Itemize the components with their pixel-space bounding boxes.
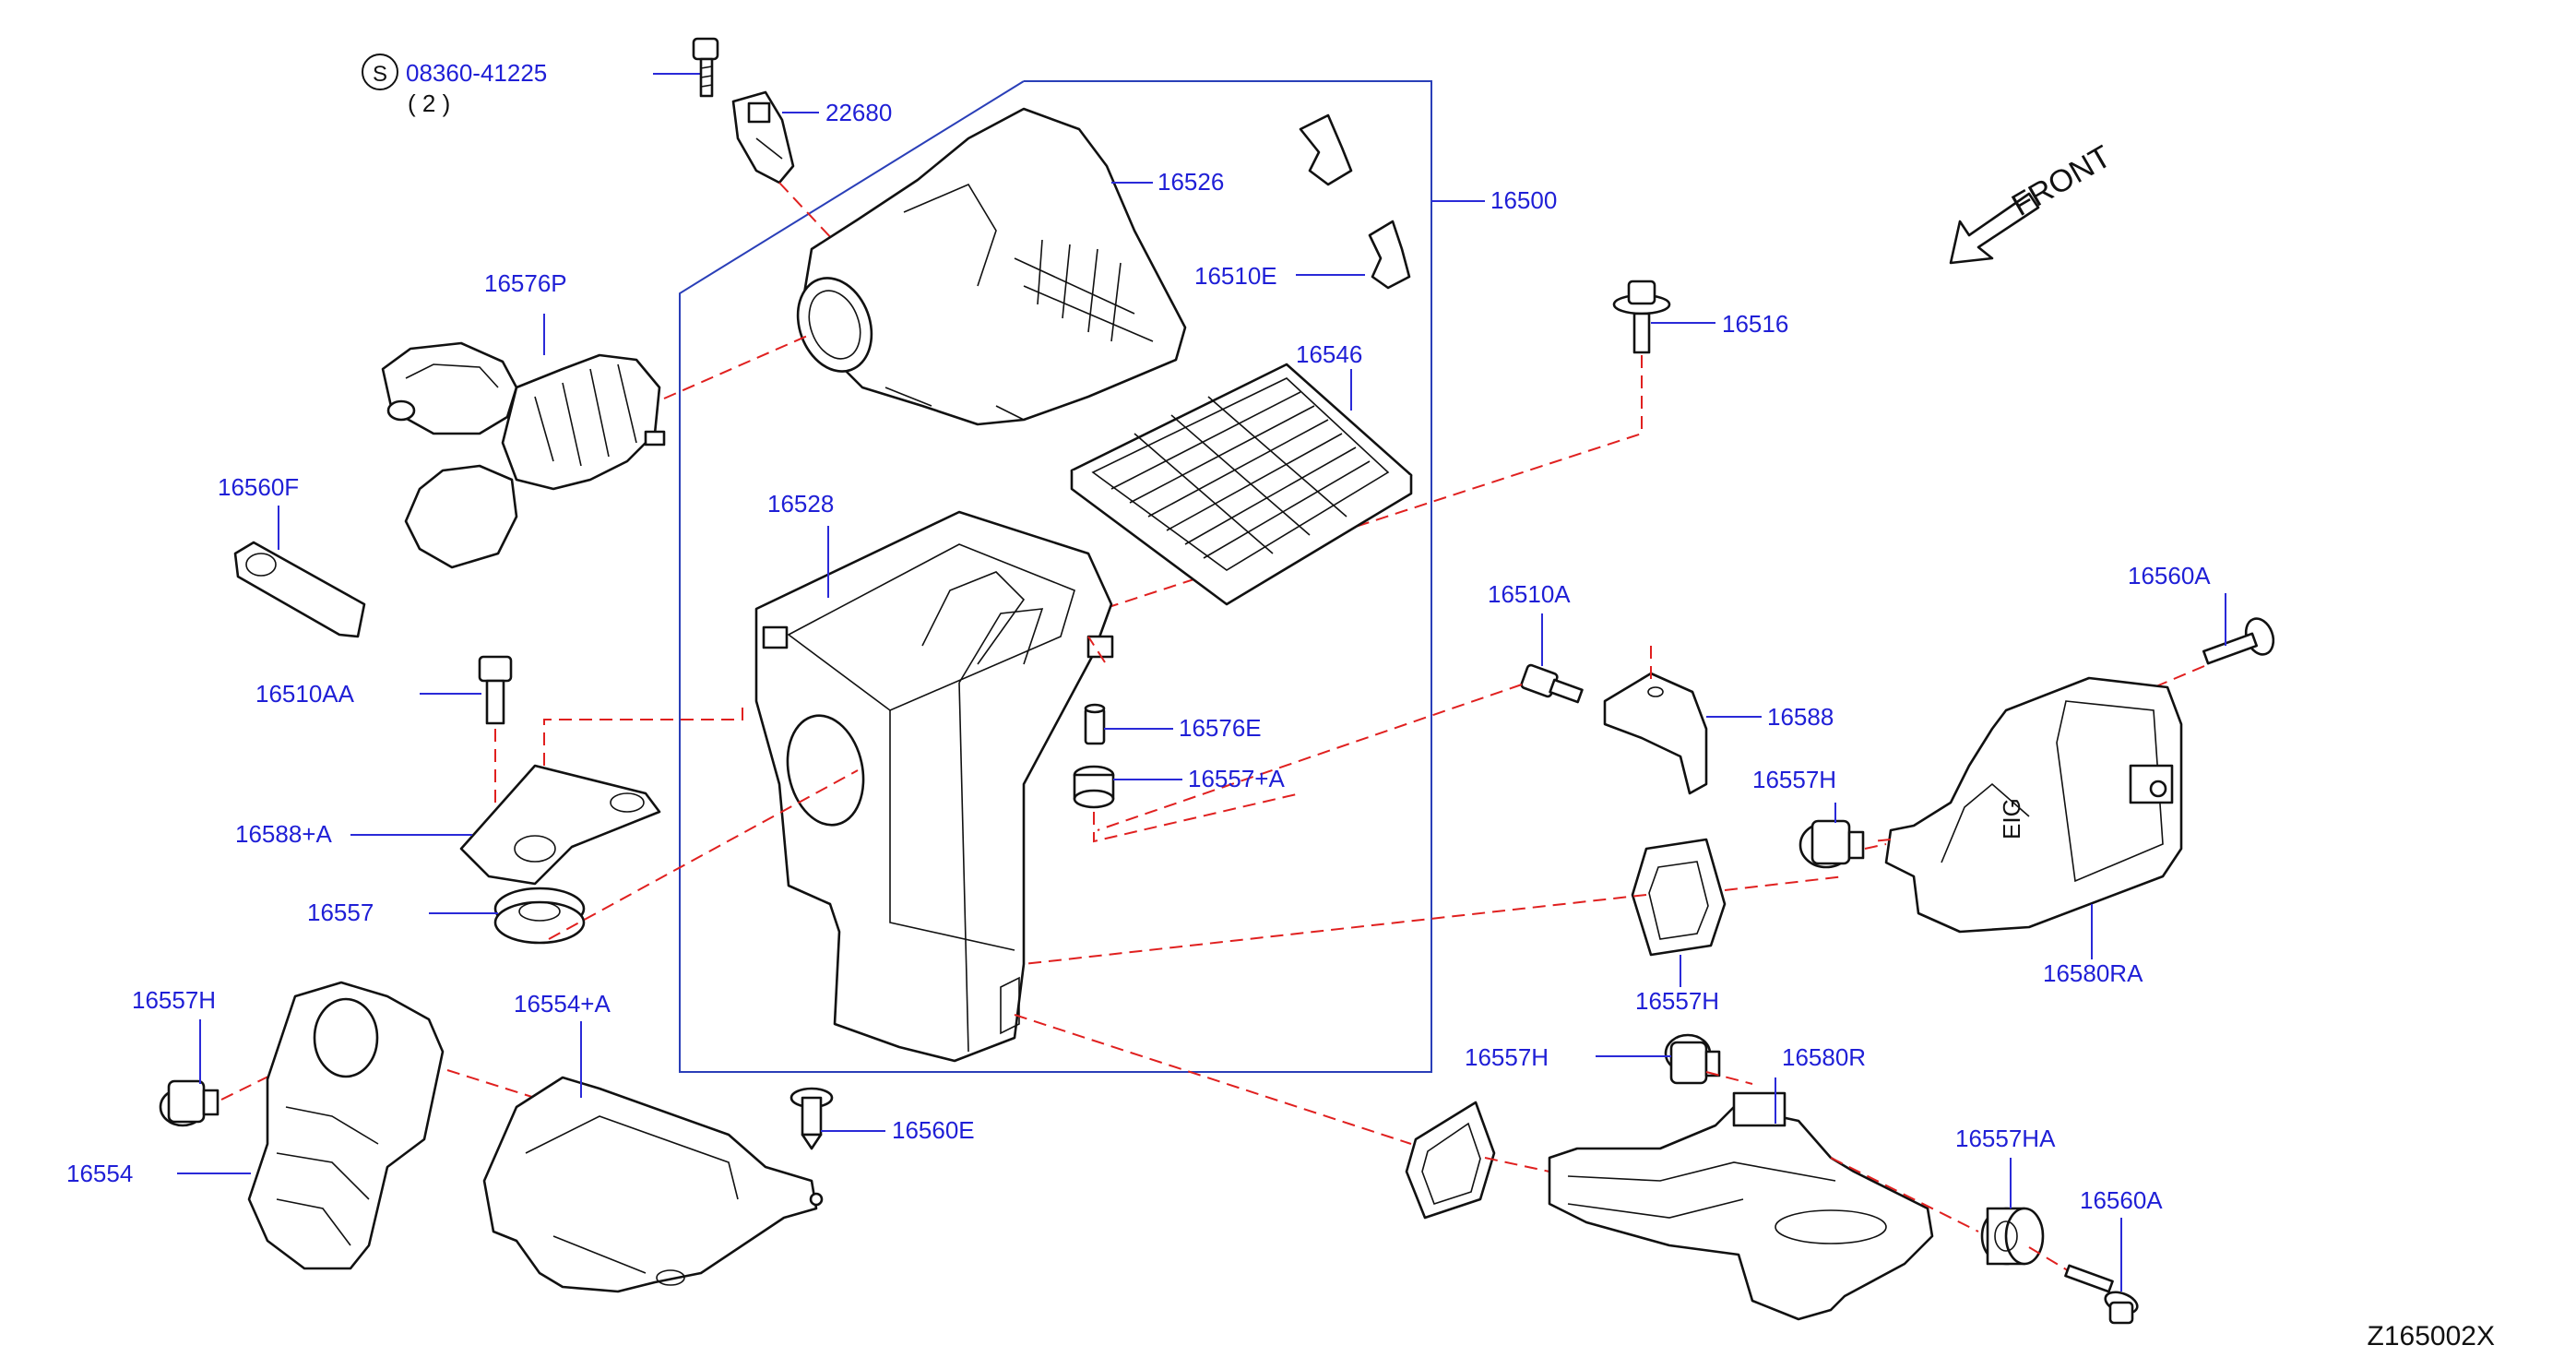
label-16554A: 16554+A	[514, 990, 611, 1018]
label-16580RA: 16580RA	[2043, 959, 2143, 987]
label-16560A-lower: 16560A	[2080, 1186, 2163, 1214]
screw-note: S 08360-41225 ( 2 )	[362, 54, 547, 117]
screw-symbol: S	[373, 62, 387, 87]
ring-part-16557H-square	[1631, 838, 1727, 957]
label-16516: 16516	[1722, 310, 1788, 338]
bolt-part-16560A-lower	[2064, 1264, 2139, 1325]
ring-part-square-lower	[1405, 1101, 1496, 1220]
diagram-reference: Z165002X	[2368, 1321, 2495, 1351]
front-direction-label: FRONT	[2006, 138, 2117, 222]
label-16588: 16588	[1767, 703, 1834, 731]
label-16557H-lower: 16557H	[1465, 1043, 1549, 1071]
maf-sensor-part	[731, 90, 795, 185]
lower-cover-part-16554A	[482, 1076, 824, 1293]
label-16554: 16554	[66, 1160, 133, 1187]
label-16557H-mid: 16557H	[1752, 766, 1836, 793]
label-16557H-ring: 16557H	[1635, 987, 1719, 1015]
grommet-part-16557HA	[1980, 1207, 2045, 1266]
assembly-frame-16500	[679, 80, 1432, 1073]
grommet-part-16557H-left	[159, 1079, 220, 1127]
cap-part-16560F	[233, 541, 366, 638]
label-16510E: 16510E	[1194, 262, 1277, 290]
bracket-part-16588	[1603, 672, 1708, 795]
label-16510AA: 16510AA	[255, 680, 355, 708]
clip-part-upper	[1299, 113, 1353, 186]
label-16560A-upper: 16560A	[2128, 562, 2211, 589]
label-16557H-left: 16557H	[132, 986, 216, 1014]
clip-part-lower	[1368, 220, 1411, 290]
clip-part-16560E	[789, 1087, 834, 1150]
screw-quantity: ( 2 )	[408, 89, 450, 117]
resonator-part-16580R	[1548, 1091, 1934, 1321]
label-16580R: 16580R	[1782, 1043, 1866, 1071]
lower-duct-part-16554	[247, 981, 445, 1270]
label-16557: 16557	[307, 899, 374, 926]
label-16526: 16526	[1157, 168, 1224, 196]
lower-case-part	[754, 510, 1114, 1063]
filter-element-part	[1070, 363, 1413, 606]
label-16576E: 16576E	[1179, 714, 1262, 742]
label-16576P: 16576P	[484, 269, 567, 297]
label-16560E: 16560E	[892, 1116, 975, 1144]
bolt-part-16510A	[1520, 663, 1584, 704]
bolt-part-16516	[1612, 280, 1671, 354]
collar-part-16576E	[1084, 703, 1106, 745]
grommet-part-16557H-mid	[1798, 819, 1865, 869]
bracket-part-16588A	[459, 764, 661, 886]
label-22680: 22680	[825, 99, 892, 126]
label-16560F: 16560F	[218, 473, 299, 501]
screw-part-number: 08360-41225	[406, 59, 547, 87]
resonator-part-16580RA: EIG	[1884, 676, 2183, 934]
grommet-part-16557	[493, 887, 586, 945]
label-16588A: 16588+A	[235, 820, 332, 848]
screw-part	[692, 37, 719, 98]
label-16500: 16500	[1490, 186, 1557, 214]
air-duct-part	[381, 341, 666, 569]
upper-cover-part	[796, 107, 1187, 426]
resonator-mark: EIG	[1998, 798, 2025, 839]
bolt-part-16560A-upper	[2202, 617, 2275, 665]
label-16557HA: 16557HA	[1955, 1125, 2056, 1152]
label-16510A: 16510A	[1488, 580, 1571, 608]
grommet-part-16557A	[1073, 765, 1115, 809]
grommet-part-16557H-lower	[1664, 1033, 1721, 1085]
label-16528: 16528	[767, 490, 834, 518]
label-16557A: 16557+A	[1188, 765, 1285, 792]
front-arrow-icon	[1949, 192, 2040, 265]
label-16546: 16546	[1296, 340, 1362, 368]
bolt-part-16510AA	[478, 655, 513, 725]
